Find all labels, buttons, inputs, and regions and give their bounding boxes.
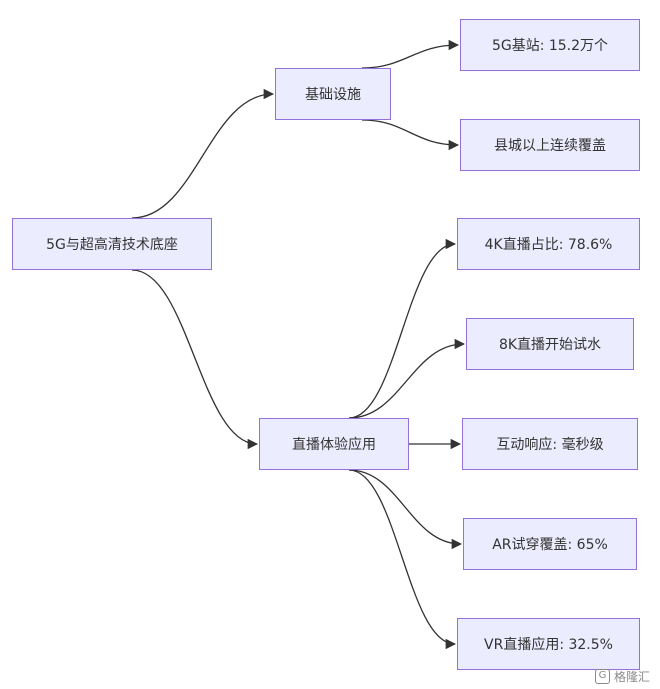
edge-root-to-infrastructure: [131, 88, 275, 219]
node-infrastructure: 基础设施: [275, 68, 391, 120]
node-vr-live: VR直播应用: 32.5%: [457, 618, 640, 670]
node-live-experience: 直播体验应用: [259, 418, 409, 470]
edge-live_experience-to-ar_trial: [348, 469, 463, 550]
node-root: 5G与超高清技术底座: [12, 218, 212, 270]
node-8k-live: 8K直播开始试水: [466, 318, 634, 370]
node-ar-trial: AR试穿覆盖: 65%: [463, 518, 637, 570]
edge-live_experience-to-vr_live: [348, 469, 457, 650]
node-county-coverage: 县城以上连续覆盖: [460, 119, 640, 171]
edge-live_experience-to-live_8k: [348, 338, 466, 419]
gelonghui-logo-icon: G: [594, 669, 610, 684]
watermark: G 格隆汇: [594, 668, 650, 685]
edge-infrastructure-to-county_coverage: [361, 119, 460, 151]
node-interaction: 互动响应: 毫秒级: [462, 418, 638, 470]
edge-infrastructure-to-base_stations: [361, 39, 460, 69]
node-base-stations: 5G基站: 15.2万个: [460, 19, 640, 71]
watermark-text: 格隆汇: [613, 670, 650, 684]
edge-root-to-live_experience: [131, 269, 259, 450]
edge-live_experience-to-live_4k: [348, 238, 457, 419]
node-4k-live: 4K直播占比: 78.6%: [457, 218, 640, 270]
